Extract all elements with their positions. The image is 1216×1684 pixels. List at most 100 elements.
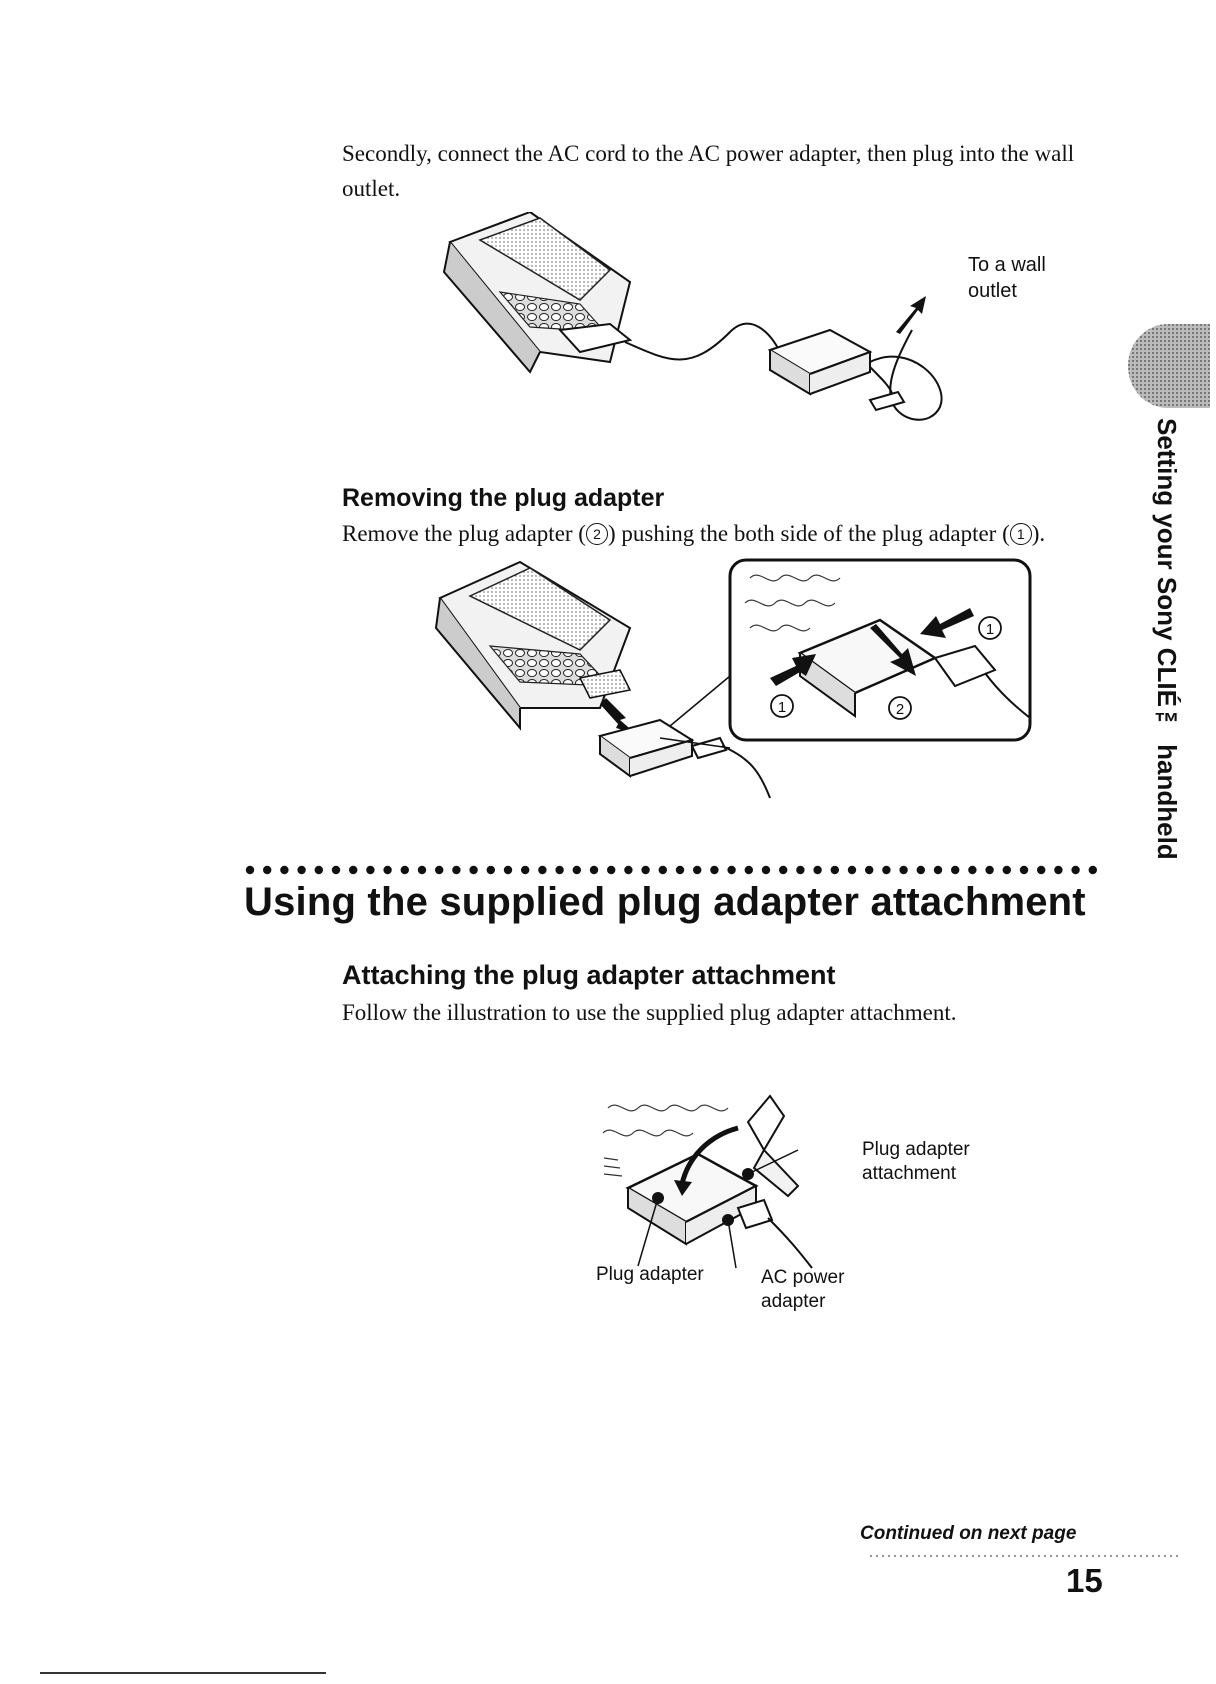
continued-dot xyxy=(1115,1554,1119,1558)
continued-dot-rule xyxy=(869,1554,1179,1558)
continued-dot xyxy=(989,1554,993,1558)
continued-dot xyxy=(959,1554,963,1558)
separator-dot xyxy=(383,865,392,875)
continued-dot xyxy=(917,1554,921,1558)
removing-paragraph: Remove the plug adapter (2) pushing the … xyxy=(342,519,1045,549)
separator-dot xyxy=(469,865,478,875)
separator-dot xyxy=(727,865,736,875)
removing-text-part2: ) pushing the both side of the plug adap… xyxy=(607,521,1010,546)
continued-dot xyxy=(887,1554,891,1558)
attaching-heading: Attaching the plug adapter attachment xyxy=(342,960,836,990)
intro-paragraph: Secondly, connect the AC cord to the AC … xyxy=(342,141,1075,201)
continued-dot xyxy=(1169,1554,1173,1558)
continued-dot xyxy=(935,1554,939,1558)
continued-dot xyxy=(893,1554,897,1558)
ac-adapter-connection-illustration xyxy=(442,212,943,421)
separator-dot xyxy=(693,865,702,875)
separator-dot xyxy=(538,865,547,875)
separator-dot xyxy=(521,865,530,875)
separator-dot xyxy=(555,865,564,875)
continued-dot xyxy=(983,1554,987,1558)
continued-dot xyxy=(1091,1554,1095,1558)
continued-dot xyxy=(1157,1554,1161,1558)
ac-power-adapter-label: AC power adapter xyxy=(761,1267,845,1312)
continued-dot xyxy=(911,1554,915,1558)
continued-dot xyxy=(995,1554,999,1558)
removing-text-part1: Remove the plug adapter ( xyxy=(342,521,586,546)
continued-dot xyxy=(1013,1554,1017,1558)
separator-dot xyxy=(710,865,719,875)
removing-plug-adapter-illustration: 1 1 2 xyxy=(434,558,1032,799)
continued-dot xyxy=(977,1554,981,1558)
separator-dot xyxy=(1002,865,1011,875)
separator-dot xyxy=(331,865,341,875)
attaching-paragraph: Follow the illustration to use the suppl… xyxy=(342,1000,957,1025)
separator-dot xyxy=(882,865,891,875)
continued-dot xyxy=(1055,1554,1059,1558)
continued-dot xyxy=(881,1554,885,1558)
continued-dot xyxy=(929,1554,933,1558)
continued-dot xyxy=(1133,1554,1137,1558)
continued-dot xyxy=(1073,1554,1077,1558)
continued-dot xyxy=(1103,1554,1107,1558)
continued-dot xyxy=(899,1554,903,1558)
separator-dot xyxy=(779,865,788,875)
separator-dot xyxy=(1054,865,1063,875)
continued-dot xyxy=(1151,1554,1155,1558)
separator-dot xyxy=(641,865,650,875)
plug-adapter-attachment-label: Plug adapter attachment xyxy=(862,1139,970,1184)
callout-1-symbol: 1 xyxy=(1009,523,1032,545)
continued-dot xyxy=(1007,1554,1011,1558)
chapter-tab-icon xyxy=(1128,324,1210,408)
separator-dot xyxy=(503,865,513,875)
continued-dot xyxy=(875,1554,879,1558)
separator-dot xyxy=(245,865,255,875)
separator-dot xyxy=(452,865,461,875)
separator-dot xyxy=(314,865,323,875)
separator-dot xyxy=(1088,865,1097,875)
inset-callout-2: 2 xyxy=(896,701,904,718)
removing-text-part3: ). xyxy=(1031,521,1046,546)
continued-dot xyxy=(1127,1554,1131,1558)
continued-dot xyxy=(1037,1554,1041,1558)
continued-dot xyxy=(971,1554,975,1558)
continued-dot xyxy=(1145,1554,1149,1558)
separator-dot xyxy=(933,865,943,875)
separator-dot xyxy=(435,865,444,875)
continued-dot xyxy=(1001,1554,1005,1558)
callout-2-symbol: 2 xyxy=(585,523,608,545)
continued-dot xyxy=(1019,1554,1023,1558)
separator-dot xyxy=(761,865,771,875)
bottom-rule xyxy=(40,1672,326,1674)
separator-dot xyxy=(985,865,994,875)
inset-callout-1-left: 1 xyxy=(778,699,786,716)
separator-dot xyxy=(916,865,925,875)
separator-dot xyxy=(744,865,753,875)
separator-dot xyxy=(297,865,306,875)
continued-dot xyxy=(1139,1554,1143,1558)
separator-dot xyxy=(1071,865,1080,875)
continued-dot xyxy=(1085,1554,1089,1558)
continued-dot xyxy=(1097,1554,1101,1558)
continued-dot xyxy=(1025,1554,1029,1558)
separator-dot xyxy=(486,865,495,875)
separator-dot xyxy=(280,865,289,875)
continued-dot xyxy=(1175,1554,1179,1558)
inset-callout-1-right: 1 xyxy=(986,621,994,638)
section-dot-separator xyxy=(245,865,1097,875)
separator-dot xyxy=(899,865,908,875)
separator-dot xyxy=(589,865,599,875)
separator-dot xyxy=(263,865,272,875)
continued-dot xyxy=(1061,1554,1065,1558)
separator-dot xyxy=(572,865,581,875)
continued-on-next-page: Continued on next page xyxy=(860,1523,1077,1544)
wall-outlet-label: To a wall outlet xyxy=(968,254,1046,302)
separator-dot xyxy=(865,865,874,875)
separator-dot xyxy=(417,865,427,875)
separator-dot xyxy=(1037,865,1046,875)
continued-dot xyxy=(1109,1554,1113,1558)
continued-dot xyxy=(869,1554,873,1558)
side-chapter-title: Setting your Sony CLIÉ™ handheld xyxy=(1152,418,1182,860)
continued-dot xyxy=(1067,1554,1071,1558)
separator-dot xyxy=(951,865,960,875)
